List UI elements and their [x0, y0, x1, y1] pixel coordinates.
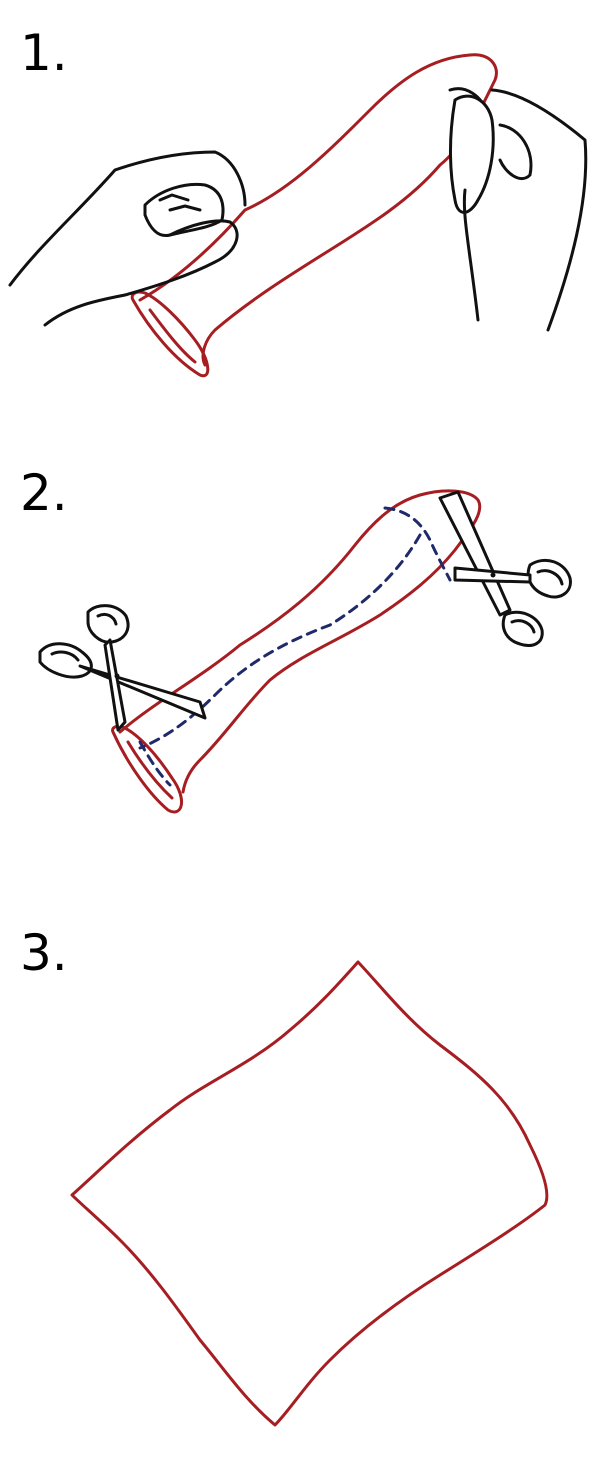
- step-3-illustration: [70, 960, 549, 1427]
- step-2: 2.: [0, 440, 600, 860]
- step-1-number: 1.: [20, 24, 68, 82]
- sock-icon: [111, 489, 482, 814]
- step-2-number: 2.: [20, 464, 68, 522]
- step-3-number: 3.: [20, 924, 68, 982]
- scissors-icon: [38, 604, 207, 732]
- cut-line-icon: [138, 506, 452, 787]
- right-hand-icon: [448, 87, 588, 332]
- step-1: 1.: [0, 0, 600, 420]
- left-hand-icon: [8, 150, 247, 327]
- step-1-illustration: [8, 53, 588, 378]
- fabric-piece-icon: [70, 960, 549, 1427]
- step-3: 3.: [0, 900, 600, 1460]
- step-2-illustration: [38, 489, 572, 814]
- scissors-icon: [438, 490, 572, 647]
